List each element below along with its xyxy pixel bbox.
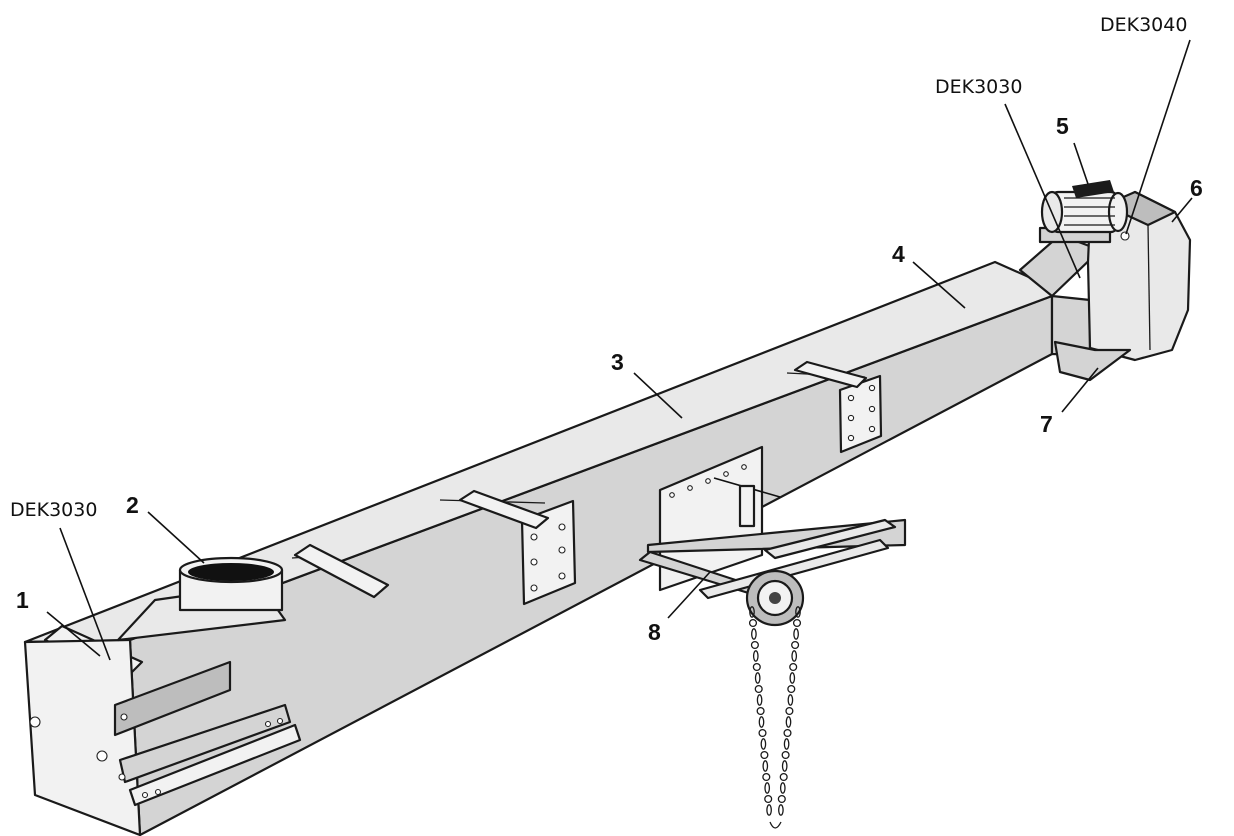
- chain-link: [785, 716, 792, 728]
- tail-end-front: [23, 638, 142, 836]
- chain-link: [758, 728, 767, 738]
- callout-4: 4: [892, 241, 905, 267]
- callout-2: 2: [126, 492, 139, 518]
- chain-link: [760, 738, 767, 750]
- chain-link: [748, 618, 758, 628]
- code-dek3040: DEK3040: [1100, 14, 1187, 36]
- chain-link: [778, 804, 784, 816]
- hand-wheel: [745, 569, 805, 627]
- chain-link: [762, 760, 769, 772]
- chain-link: [777, 794, 786, 804]
- chain-link: [764, 782, 771, 794]
- chain-link: [760, 750, 769, 760]
- chain-link: [787, 694, 794, 706]
- cover-clip-4: [793, 360, 868, 389]
- cover-clip-2: [293, 543, 390, 599]
- inlet-hopper: [116, 556, 287, 642]
- chain-link: [762, 772, 771, 782]
- chain-link: [781, 750, 790, 760]
- code-right-dek3030: DEK3030: [935, 76, 1022, 98]
- tail-end: [23, 638, 302, 836]
- chain-loop: [769, 821, 782, 829]
- motor-terminal-box: [1072, 180, 1114, 198]
- chain-link: [792, 618, 802, 628]
- chain-link: [783, 728, 792, 738]
- chain-link: [791, 640, 800, 650]
- chain-link: [752, 650, 759, 662]
- discharge-spout: [1053, 340, 1132, 382]
- callout-5: 5: [1056, 113, 1069, 139]
- callout-6: 6: [1190, 175, 1203, 201]
- chain-link: [758, 716, 765, 728]
- chain-link: [751, 628, 757, 640]
- chain-link: [754, 672, 761, 684]
- cover-clip-3: [458, 489, 550, 530]
- callout-3: 3: [611, 349, 624, 375]
- chain-link: [783, 738, 790, 750]
- chain-link: [795, 606, 801, 618]
- code-left-dek3030: DEK3030: [10, 499, 97, 521]
- callout-8: 8: [648, 619, 661, 645]
- hand-chain: [748, 606, 802, 829]
- chain-link: [791, 650, 798, 662]
- chain-link: [789, 662, 798, 672]
- support-frame: [638, 445, 907, 600]
- motor: [1038, 180, 1129, 244]
- callout-7: 7: [1040, 411, 1053, 437]
- chain-link: [781, 760, 788, 772]
- chain-link: [785, 706, 794, 716]
- chain-link: [756, 706, 765, 716]
- leader-lines: [46, 39, 1193, 661]
- chain-link: [749, 606, 755, 618]
- chain-link: [766, 804, 772, 816]
- callout-labels: 1 2 3 4 5 6 7 8 DEK3030 DEK3030 DEK3040: [10, 14, 1203, 645]
- chain-link: [754, 684, 763, 694]
- chain-link: [764, 794, 773, 804]
- chain-link: [750, 640, 759, 650]
- chain-link: [793, 628, 799, 640]
- chain-link: [787, 684, 796, 694]
- callout-1: 1: [16, 587, 29, 613]
- chain-link: [756, 694, 763, 706]
- chain-link: [752, 662, 761, 672]
- chain-link: [779, 772, 788, 782]
- tail-rail: [113, 660, 232, 737]
- chain-link: [789, 672, 796, 684]
- chain-link: [779, 782, 786, 794]
